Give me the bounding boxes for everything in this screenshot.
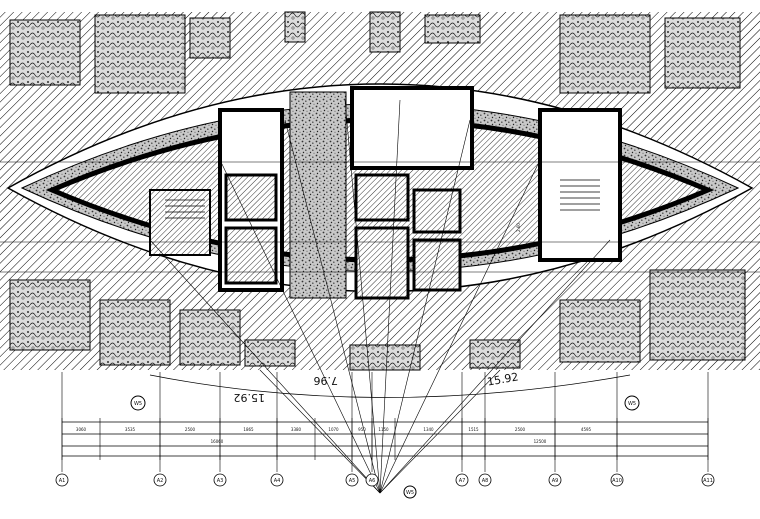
view-marker: W5 [130,395,146,411]
segment-dimension: 1515 [468,427,479,432]
segment-dimension-labels: 3060 3535 2500 1865 3380 1070 950 1150 1340 1515 2… [61,418,709,460]
grid-axis-bubble: A5 [345,473,359,487]
total-dimension-labels: 16060 12500 [211,439,547,444]
segment-dimension: 1340 [423,427,434,432]
grid-axis-bubble: A6 [365,473,379,487]
view-marker: W5 [403,485,417,499]
arc-dimension-left: 15.92 [234,391,266,404]
grid-axis-label: A7 [459,478,466,484]
grid-axis-bubble: A3 [213,473,227,487]
grid-axis-bubble: A8 [478,473,492,487]
grid-axis-label: A9 [552,478,559,484]
svg-text:W5: W5 [134,401,142,407]
segment-dimension: 2500 [515,427,526,432]
arc-dimension-line [149,374,631,398]
segment-dimension: 3060 [76,427,87,432]
dimension-strip [62,421,708,457]
grid-axis-label: A3 [217,478,224,484]
top-rooms [9,11,741,94]
radial-fan-lines [149,99,611,494]
grid-axis-bubble: A11 [701,473,715,487]
grid-axis-label: A10 [612,478,622,484]
grid-axis-bubble: A7 [455,473,469,487]
grid-axis-bubble: A4 [270,473,284,487]
central-stone-shaft [289,91,347,299]
segment-dimension: 1150 [378,427,389,432]
segment-dimension: 3380 [291,427,302,432]
segment-dimension: 3535 [125,427,136,432]
stair [165,179,600,219]
bottom-rooms [9,269,746,371]
segment-dimension: 4595 [581,427,592,432]
grid-axis-lines [61,372,709,472]
svg-text:W5: W5 [406,490,414,496]
stair-note: 2.60 [516,223,521,232]
grid-axis-label: A5 [349,478,356,484]
reference-lines [0,161,760,273]
total-dimension: 16060 [211,439,224,444]
core-rooms [149,86,622,300]
grid-axis-bubble: A9 [548,473,562,487]
view-marker: W5 [624,395,640,411]
grid-axis-label: A1 [59,478,66,484]
grid-axis-label: A2 [157,478,164,484]
grid-axis-label: A8 [482,478,489,484]
grid-axis-bubble: A2 [153,473,167,487]
grid-axis-label: A4 [274,478,281,484]
segment-dimension: 950 [358,427,366,432]
grid-axis-label: A11 [703,478,713,484]
grid-axis-bubble: A1 [55,473,69,487]
total-dimension: 12500 [534,439,547,444]
segment-dimension: 1070 [328,427,339,432]
arc-dimension-right: 15.92 [486,370,519,388]
grid-axis-bubbles: A1 A2 A3 A4 A5 A6 A7 A8 A9 A10 A11 [55,473,715,487]
segment-dimension: 2500 [185,427,196,432]
grid-axis-bubble: A10 [610,473,624,487]
segment-dimension: 1865 [243,427,254,432]
grid-axis-label: A6 [369,478,376,484]
svg-text:W5: W5 [628,401,636,407]
